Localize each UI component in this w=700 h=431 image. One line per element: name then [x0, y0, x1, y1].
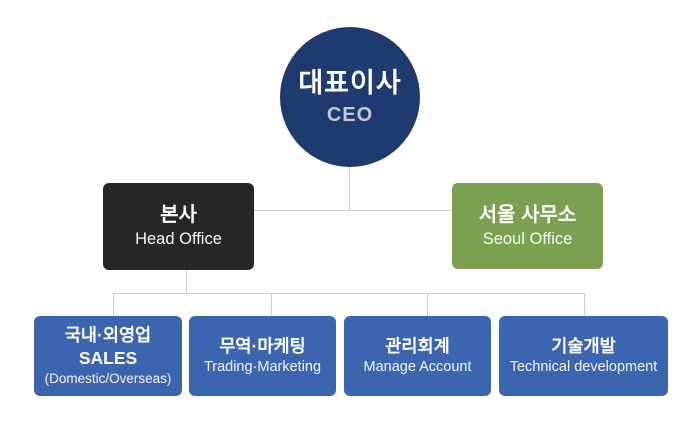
dept-sales-title: 국내·외영업: [64, 325, 152, 345]
dept-trading-title: 무역·마케팅: [219, 336, 306, 356]
connector-drop-sales: [113, 293, 114, 316]
head-office-node: 본사 Head Office: [103, 183, 254, 270]
dept-account-subtitle: Manage Account: [363, 359, 472, 375]
ceo-subtitle: CEO: [326, 103, 374, 126]
connector-offices-horizontal: [254, 210, 452, 211]
connector-drop-account: [427, 293, 428, 316]
connector-drop-technical: [584, 293, 585, 316]
head-office-subtitle: Head Office: [135, 230, 222, 248]
dept-sales-node: 국내·외영업 SALES (Domestic/Overseas): [34, 316, 182, 396]
connector-departments-horizontal: [113, 293, 585, 294]
head-office-title: 본사: [160, 204, 197, 226]
seoul-office-subtitle: Seoul Office: [482, 229, 573, 248]
connector-ceo-vertical: [349, 166, 350, 211]
dept-sales-subtitle: SALES: [78, 348, 138, 368]
ceo-node: 대표이사 CEO: [280, 27, 420, 167]
dept-trading-node: 무역·마케팅 Trading·Marketing: [189, 316, 336, 396]
dept-trading-subtitle: Trading·Marketing: [203, 359, 322, 375]
seoul-office-node: 서울 사무소 Seoul Office: [452, 183, 603, 269]
dept-technical-node: 기술개발 Technical development: [499, 316, 668, 396]
connector-drop-trading: [271, 293, 272, 316]
dept-sales-note: (Domestic/Overseas): [44, 371, 172, 386]
dept-account-node: 관리회계 Manage Account: [344, 316, 491, 396]
seoul-office-title: 서울 사무소: [478, 203, 577, 226]
connector-head-office-vertical: [186, 269, 187, 294]
dept-technical-title: 기술개발: [551, 336, 616, 356]
dept-account-title: 관리회계: [385, 336, 450, 356]
ceo-title: 대표이사: [298, 67, 402, 98]
dept-technical-subtitle: Technical development: [509, 359, 658, 375]
